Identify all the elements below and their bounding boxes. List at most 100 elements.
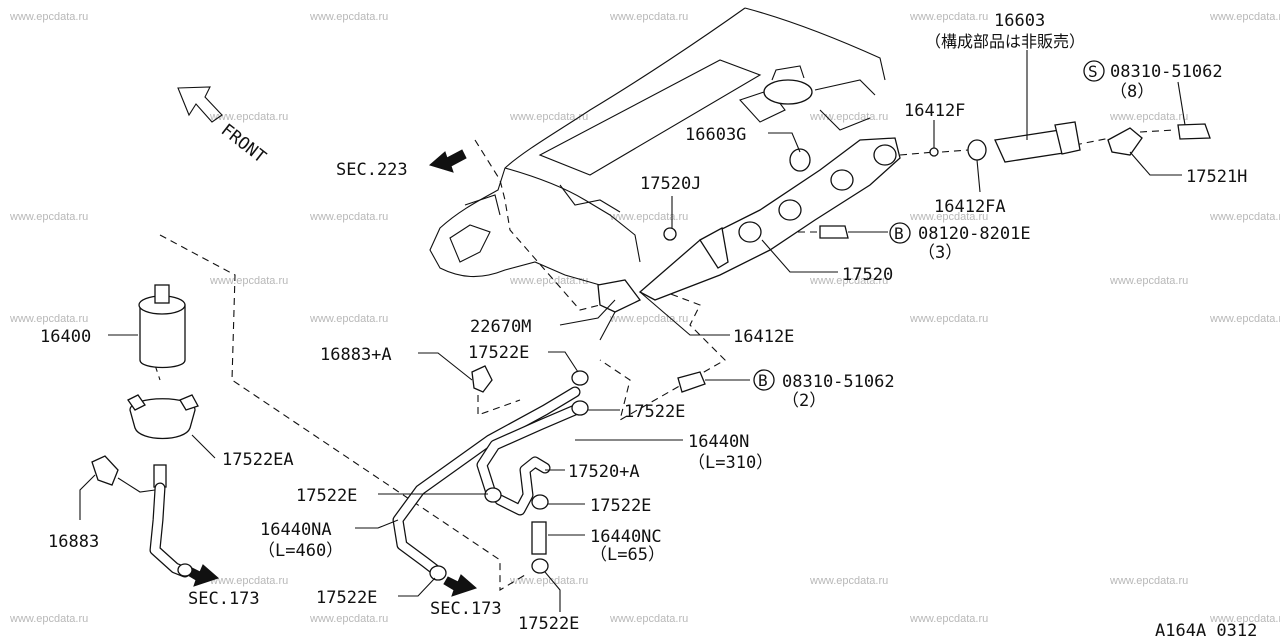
label-16603: 16603 bbox=[994, 11, 1045, 31]
part-17520J-clip bbox=[663, 227, 677, 241]
watermark: www.epcdata.ru bbox=[909, 313, 988, 325]
part-17522EA-bracket bbox=[129, 398, 196, 440]
watermark: www.epcdata.ru bbox=[609, 211, 688, 223]
injector-port bbox=[778, 199, 802, 221]
fuel-filter-inlet bbox=[154, 284, 170, 304]
label-17521H: 17521H bbox=[1186, 167, 1247, 187]
circled-prefixes: S B B bbox=[753, 60, 1105, 391]
label-17522EA: 17522EA bbox=[222, 450, 294, 470]
part-16603G-grommet bbox=[789, 148, 811, 172]
watermark: www.epcdata.ru bbox=[1109, 111, 1188, 123]
watermark: www.epcdata.ru bbox=[1209, 211, 1280, 223]
label-16440N-length: （L=310） bbox=[688, 453, 773, 473]
watermark: www.epcdata.ru bbox=[609, 613, 688, 625]
watermark: www.epcdata.ru bbox=[1209, 313, 1280, 325]
watermarks: www.epcdata.ru www.epcdata.ru www.epcdat… bbox=[9, 11, 1280, 625]
part-16883A-clip bbox=[471, 365, 493, 393]
hoses bbox=[149, 386, 581, 578]
label-17522E: 17522E bbox=[518, 614, 579, 634]
label-08120: 08120-8201E bbox=[918, 224, 1031, 244]
label-sec173-mid: SEC.173 bbox=[430, 599, 502, 619]
watermark: www.epcdata.ru bbox=[309, 313, 388, 325]
front-label: FRONT bbox=[217, 120, 270, 167]
label-17522E: 17522E bbox=[316, 588, 377, 608]
label-16412E: 16412E bbox=[733, 327, 794, 347]
watermark: www.epcdata.ru bbox=[909, 613, 988, 625]
label-sec223: SEC.223 bbox=[336, 160, 408, 180]
fuel-filter-group bbox=[91, 284, 199, 488]
watermark: www.epcdata.ru bbox=[9, 211, 88, 223]
watermark: www.epcdata.ru bbox=[309, 613, 388, 625]
prefix-circle bbox=[753, 369, 775, 391]
part-16412FA-seal bbox=[967, 139, 987, 161]
label-16440NA-length: （L=460） bbox=[258, 541, 343, 561]
bracket-tab bbox=[127, 394, 146, 411]
watermark: www.epcdata.ru bbox=[9, 11, 88, 23]
watermark: www.epcdata.ru bbox=[1109, 275, 1188, 287]
part-16883-clip bbox=[91, 455, 119, 486]
watermark: www.epcdata.ru bbox=[809, 275, 888, 287]
label-22670M: 22670M bbox=[470, 317, 531, 337]
prefix-b: B bbox=[758, 371, 768, 390]
label-17520J: 17520J bbox=[640, 174, 701, 194]
label-17522E: 17522E bbox=[296, 486, 357, 506]
prefix-circle bbox=[889, 222, 911, 244]
watermark: www.epcdata.ru bbox=[1109, 575, 1188, 587]
rail-bracket bbox=[699, 226, 729, 269]
watermark: www.epcdata.ru bbox=[809, 575, 888, 587]
part-16412F-oring bbox=[929, 147, 939, 157]
watermark: www.epcdata.ru bbox=[909, 211, 988, 223]
label-08310-mid: 08310-51062 bbox=[782, 372, 895, 392]
injector-connector bbox=[1054, 121, 1081, 155]
watermark: www.epcdata.ru bbox=[209, 111, 288, 123]
watermark: www.epcdata.ru bbox=[209, 575, 288, 587]
label-16440NA: 16440NA bbox=[260, 520, 332, 540]
watermark: www.epcdata.ru bbox=[9, 613, 88, 625]
injector-port bbox=[830, 169, 854, 191]
label-16883: 16883 bbox=[48, 532, 99, 552]
injector-port bbox=[873, 144, 897, 166]
label-08120-qty: （3） bbox=[918, 243, 962, 263]
label-16603G: 16603G bbox=[685, 125, 746, 145]
label-16603-note: （構成部品は非販売） bbox=[925, 32, 1085, 51]
watermark: www.epcdata.ru bbox=[509, 575, 588, 587]
part-22670M-sensor bbox=[597, 279, 641, 313]
fuel-rail-assembly bbox=[597, 121, 1211, 393]
prefix-b: B bbox=[894, 224, 904, 243]
front-indicator: FRONT bbox=[177, 86, 270, 167]
label-17522E: 17522E bbox=[468, 343, 529, 363]
bolt-08120 bbox=[819, 225, 849, 239]
label-16412F: 16412F bbox=[904, 101, 965, 121]
label-16400: 16400 bbox=[40, 327, 91, 347]
diagram-code: A164A 0312 bbox=[1155, 621, 1257, 640]
watermark: www.epcdata.ru bbox=[609, 11, 688, 23]
bolt-08310-mid bbox=[677, 371, 706, 393]
watermark: www.epcdata.ru bbox=[309, 11, 388, 23]
label-17522E: 17522E bbox=[590, 496, 651, 516]
watermark: www.epcdata.ru bbox=[809, 111, 888, 123]
sensor-wire bbox=[599, 311, 616, 341]
label-17522E: 17522E bbox=[624, 402, 685, 422]
part-17521H-holder bbox=[1107, 127, 1143, 156]
clamp-17522E bbox=[571, 400, 589, 416]
sec223-arrow-icon bbox=[428, 149, 467, 173]
sec173-mid-arrow-icon bbox=[443, 574, 477, 597]
label-16440NC: 16440NC bbox=[590, 527, 662, 547]
part-16400-fuel-filter bbox=[139, 304, 186, 369]
prefix-circle bbox=[1083, 60, 1105, 82]
clamp-17522E bbox=[484, 487, 502, 503]
leader-lines bbox=[79, 50, 1186, 612]
watermark: www.epcdata.ru bbox=[1209, 11, 1280, 23]
injector-port bbox=[738, 221, 762, 243]
watermark: www.epcdata.ru bbox=[509, 275, 588, 287]
bolt-08310-top bbox=[1177, 123, 1211, 140]
part-16440NC-hose bbox=[531, 521, 547, 555]
hose-clamps bbox=[177, 365, 589, 581]
label-16440N: 16440N bbox=[688, 432, 749, 452]
label-16412FA: 16412FA bbox=[934, 197, 1006, 217]
front-arrow-icon bbox=[177, 86, 223, 123]
clamp-17522E bbox=[531, 558, 549, 574]
label-08310-top-qty: （8） bbox=[1110, 82, 1154, 102]
